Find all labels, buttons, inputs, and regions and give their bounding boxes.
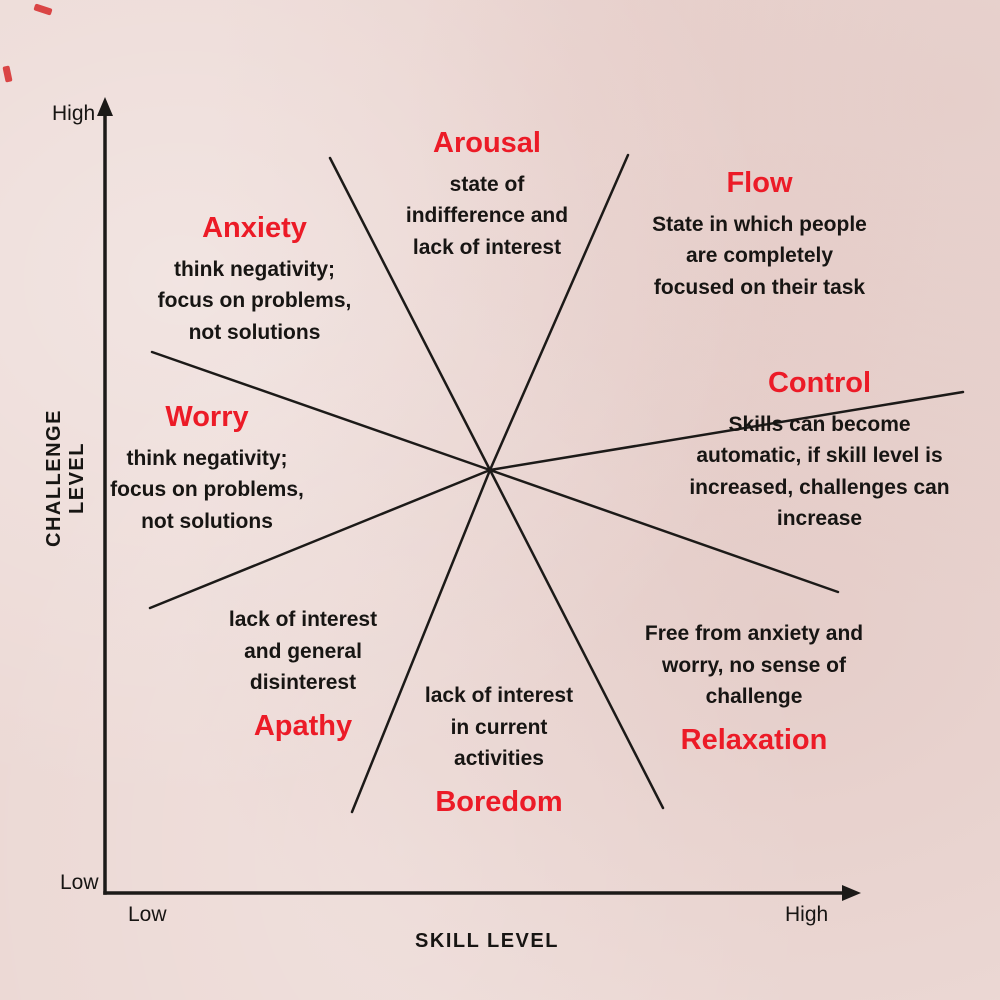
sector-worry-heading: Worry	[165, 401, 249, 433]
sector-anxiety-description: think negativity; focus on problems, not…	[157, 257, 352, 344]
y-axis-low-label: Low	[60, 871, 99, 894]
sector-divider-lines	[148, 153, 965, 814]
sector-apathy-heading: Apathy	[253, 709, 353, 742]
sector-apathy-description: lack of interest and general disinterest	[228, 608, 378, 694]
x-axis-low-label: Low	[128, 903, 167, 926]
sector-relaxation: Free from anxiety and worry, no sense of…	[618, 618, 890, 757]
sector-relaxation-description: Free from anxiety and worry, no sense of…	[644, 622, 864, 708]
sector-control: Control Skills can become automatic, if …	[662, 366, 977, 535]
sector-control-heading: Control	[767, 367, 872, 399]
axes	[103, 110, 848, 895]
sector-control-description: Skills can become automatic, if skill le…	[689, 412, 950, 531]
sector-anxiety-heading: Anxiety	[202, 212, 307, 244]
sector-arousal-description: state of indifference and lack of intere…	[405, 172, 569, 259]
sector-arousal: Arousal state of indifference and lack o…	[357, 126, 617, 263]
sector-boredom: lack of interest in current activities B…	[388, 680, 610, 819]
x-axis-high-label: High	[785, 903, 829, 926]
sector-worry: Worry think negativity; focus on problem…	[83, 400, 331, 537]
sector-boredom-description: lack of interest in current activities	[424, 684, 574, 770]
sector-anxiety: Anxiety think negativity; focus on probl…	[122, 211, 387, 348]
sector-flow-heading: Flow	[726, 167, 793, 199]
x-axis-arrow	[842, 885, 861, 901]
sector-arousal-heading: Arousal	[433, 127, 541, 159]
sector-relaxation-heading: Relaxation	[680, 723, 828, 756]
y-axis-arrow	[97, 97, 113, 116]
y-axis-high-label: High	[52, 102, 96, 125]
sector-flow-description: State in which people are completely foc…	[652, 212, 867, 299]
sector-worry-description: think negativity; focus on problems, not…	[110, 446, 304, 533]
sector-boredom-heading: Boredom	[435, 785, 563, 818]
sector-apathy: lack of interest and general disinterest…	[178, 604, 428, 743]
x-axis-title: SKILL LEVEL	[415, 930, 559, 952]
sector-flow: Flow State in which people are completel…	[622, 166, 897, 303]
